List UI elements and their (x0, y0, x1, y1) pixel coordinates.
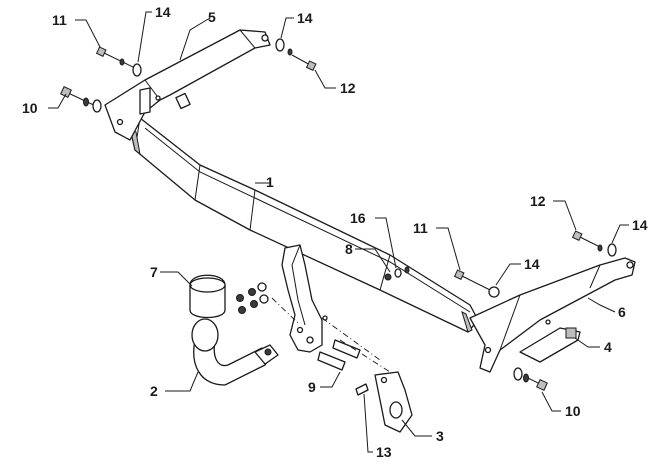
label-part-3: 3 (436, 428, 444, 444)
label-part-10-right: 10 (565, 403, 581, 419)
label-part-7: 7 (150, 264, 158, 280)
tow-ball-neck (191, 318, 279, 386)
left-bracket (104, 29, 271, 141)
label-part-14-top-left: 14 (155, 4, 171, 20)
part-labels: 1 2 3 4 5 6 7 8 9 10 10 11 11 12 12 13 1… (22, 4, 648, 460)
label-part-14-right: 14 (524, 256, 540, 272)
right-bracket (469, 257, 636, 373)
ball-mount-bracket (281, 244, 328, 353)
socket-plate (374, 371, 413, 433)
label-part-14-top-right: 14 (297, 10, 313, 26)
label-part-11-left: 11 (52, 12, 67, 28)
leader-lines (48, 11, 629, 453)
fasteners (60, 38, 617, 396)
label-part-16: 16 (350, 210, 366, 226)
label-part-12-left: 12 (340, 80, 356, 96)
label-part-5: 5 (208, 9, 216, 25)
ball-cover (189, 274, 226, 319)
label-part-6: 6 (618, 304, 626, 320)
label-part-9: 9 (308, 379, 316, 395)
label-part-1: 1 (266, 174, 274, 190)
label-part-14-far-right: 14 (632, 217, 648, 233)
label-part-11-right: 11 (413, 220, 428, 236)
label-part-13: 13 (376, 444, 392, 460)
label-part-10-left: 10 (22, 100, 38, 116)
label-part-4: 4 (604, 339, 612, 355)
spacer-plate (519, 327, 581, 363)
label-part-8: 8 (345, 241, 353, 257)
label-part-2: 2 (150, 383, 158, 399)
label-part-12-right: 12 (530, 193, 546, 209)
